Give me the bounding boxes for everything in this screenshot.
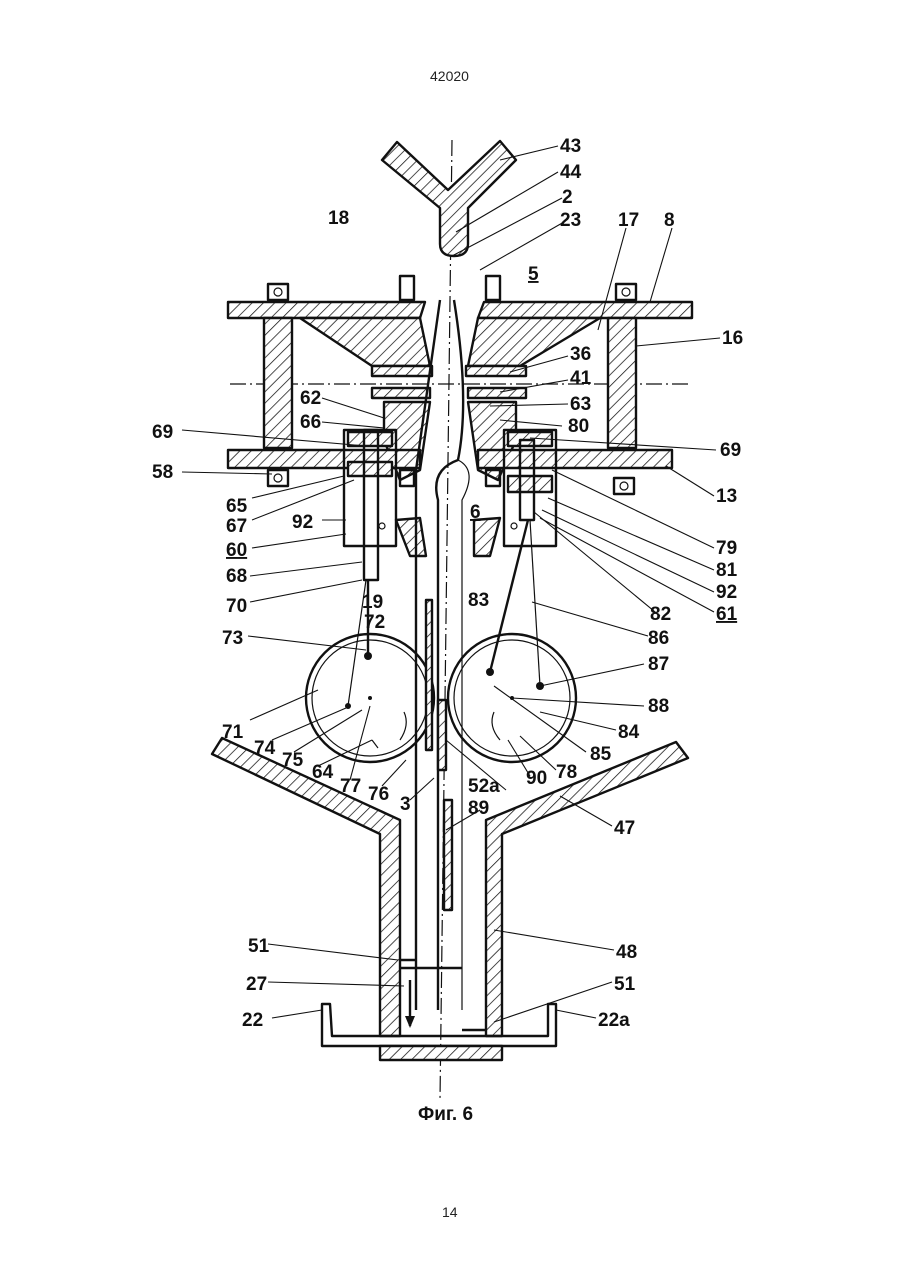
page-number: 14 [442, 1204, 458, 1220]
hopper-left [212, 738, 400, 1036]
label-51-left: 51 [248, 936, 270, 957]
guide-funnel [382, 141, 516, 256]
label-22: 22 [242, 1010, 263, 1031]
label-69-right: 69 [720, 440, 741, 461]
link-rod-right [490, 520, 528, 672]
label-47: 47 [614, 818, 635, 839]
label-16: 16 [722, 328, 743, 349]
label-92-left: 92 [292, 512, 313, 533]
label-44: 44 [560, 162, 582, 183]
label-67: 67 [226, 516, 247, 537]
label-76: 76 [368, 784, 389, 805]
label-82: 82 [650, 604, 671, 625]
label-61: 61 [716, 604, 738, 625]
label-62: 62 [300, 388, 321, 409]
top-plate-left [228, 302, 425, 318]
label-52a: 52a [468, 776, 500, 797]
label-19: 19 [362, 592, 383, 613]
label-80: 80 [568, 416, 589, 437]
lower-funnel-right [474, 518, 500, 556]
label-88: 88 [648, 696, 669, 717]
base-block [380, 1046, 502, 1060]
label-89: 89 [468, 798, 489, 819]
label-8: 8 [664, 210, 675, 231]
label-6: 6 [470, 502, 481, 523]
label-85: 85 [590, 744, 612, 765]
side-column-left [264, 318, 292, 448]
upper-block-left [300, 318, 430, 366]
label-17: 17 [618, 210, 639, 231]
label-43: 43 [560, 136, 581, 157]
label-70: 70 [226, 596, 247, 617]
label-22a: 22a [598, 1010, 630, 1031]
label-65: 65 [226, 496, 248, 517]
top-plate-right [478, 302, 692, 318]
label-41: 41 [570, 368, 592, 389]
label-81: 81 [716, 560, 738, 581]
label-23: 23 [560, 210, 581, 231]
label-92-right: 92 [716, 582, 737, 603]
label-68: 68 [226, 566, 247, 587]
label-75: 75 [282, 750, 304, 771]
label-3: 3 [400, 794, 411, 815]
label-13: 13 [716, 486, 737, 507]
roller-36-right [466, 366, 526, 376]
label-71: 71 [222, 722, 244, 743]
strip-52a [438, 700, 446, 770]
figure-caption: Фиг. 6 [418, 1104, 473, 1126]
label-74: 74 [254, 738, 276, 759]
label-66: 66 [300, 412, 321, 433]
label-51-right: 51 [614, 974, 636, 995]
hopper-right [486, 742, 688, 1036]
side-column-right [608, 318, 636, 448]
label-83: 83 [468, 590, 489, 611]
label-84: 84 [618, 722, 640, 743]
label-5: 5 [528, 264, 539, 285]
label-69-left: 69 [152, 422, 173, 443]
label-73: 73 [222, 628, 243, 649]
label-36: 36 [570, 344, 591, 365]
roller-41-left [372, 388, 430, 398]
lower-funnel-left [396, 518, 426, 556]
center-axis [440, 140, 452, 1100]
label-64: 64 [312, 762, 334, 783]
label-79: 79 [716, 538, 737, 559]
label-90: 90 [526, 768, 547, 789]
label-63: 63 [570, 394, 591, 415]
label-27: 27 [246, 974, 267, 995]
label-77: 77 [340, 776, 361, 797]
label-58: 58 [152, 462, 173, 483]
label-78: 78 [556, 762, 577, 783]
label-48: 48 [616, 942, 637, 963]
roller-36-left [372, 366, 432, 376]
bolt-icon [268, 276, 636, 300]
label-2: 2 [562, 187, 573, 208]
collector-tray [322, 1004, 556, 1046]
label-60: 60 [226, 540, 247, 561]
bottom-plate-right [478, 450, 672, 468]
label-18: 18 [328, 208, 349, 229]
label-72: 72 [364, 612, 385, 633]
bolt-icon [268, 470, 634, 494]
label-86: 86 [648, 628, 669, 649]
label-87: 87 [648, 654, 669, 675]
